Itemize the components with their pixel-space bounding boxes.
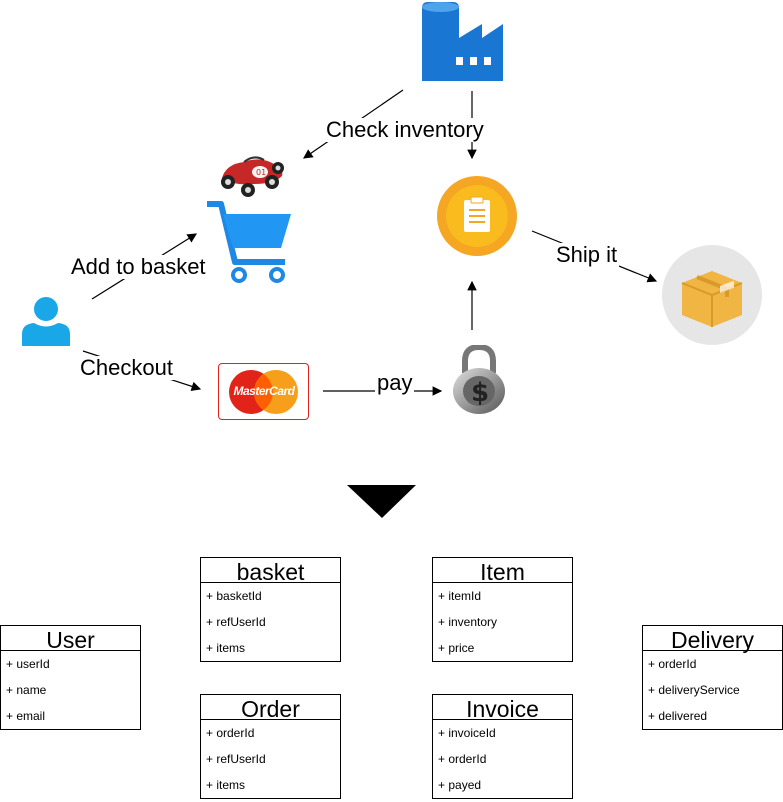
package-box-icon bbox=[662, 245, 762, 345]
class-order: Order + orderId + refUserId + items bbox=[200, 694, 341, 799]
class-field: + inventory bbox=[438, 615, 498, 629]
class-field: + itemId bbox=[438, 589, 482, 603]
padlock-dollar-icon: $ bbox=[453, 345, 505, 414]
class-field: + orderId bbox=[206, 726, 255, 740]
class-field: + items bbox=[206, 641, 246, 655]
class-basket: basket + basketId + refUserId + items bbox=[200, 557, 341, 662]
class-field: + delivered bbox=[648, 709, 708, 723]
class-field: + refUserId bbox=[206, 615, 266, 629]
label-ship-it: Ship it bbox=[554, 242, 620, 267]
class-field: + items bbox=[206, 778, 246, 792]
class-title: Item bbox=[433, 558, 572, 585]
order-checklist-icon bbox=[437, 176, 517, 256]
class-field: + price bbox=[438, 641, 475, 655]
class-item: Item + itemId + inventory + price bbox=[432, 557, 573, 662]
class-field: + orderId bbox=[648, 657, 697, 671]
mastercard-brand-text: MasterCard bbox=[233, 384, 295, 398]
svg-text:01: 01 bbox=[256, 168, 266, 177]
class-field: + name bbox=[6, 683, 47, 697]
svg-text:$: $ bbox=[471, 378, 489, 408]
class-title: User bbox=[1, 626, 140, 653]
class-title: Order bbox=[201, 695, 340, 722]
class-field: + deliveryService bbox=[648, 683, 740, 697]
class-title: Delivery bbox=[643, 626, 782, 653]
class-field: + refUserId bbox=[206, 752, 266, 766]
class-title: Invoice bbox=[433, 695, 572, 722]
label-check-inventory: Check inventory bbox=[324, 117, 486, 142]
class-field: + userId bbox=[6, 657, 50, 671]
class-title: basket bbox=[201, 558, 340, 585]
class-field: + invoiceId bbox=[438, 726, 496, 740]
down-triangle-icon bbox=[347, 485, 416, 518]
factory-icon bbox=[422, 2, 503, 81]
label-checkout: Checkout bbox=[78, 355, 175, 380]
label-pay: pay bbox=[375, 370, 415, 395]
user-icon bbox=[22, 297, 70, 346]
label-add-to-basket: Add to basket bbox=[69, 254, 208, 279]
shopping-cart-icon bbox=[207, 201, 291, 283]
class-user: User + userId + name + email bbox=[0, 625, 141, 730]
toy-car-icon: 01 bbox=[221, 156, 284, 197]
class-field: + payed bbox=[438, 778, 482, 792]
class-field: + orderId bbox=[438, 752, 487, 766]
class-field: + email bbox=[6, 709, 46, 723]
class-invoice: Invoice + invoiceId + orderId + payed bbox=[432, 694, 573, 799]
class-field: + basketId bbox=[206, 589, 262, 603]
mastercard-icon: MasterCard bbox=[218, 363, 309, 420]
class-delivery: Delivery + orderId + deliveryService + d… bbox=[642, 625, 783, 730]
